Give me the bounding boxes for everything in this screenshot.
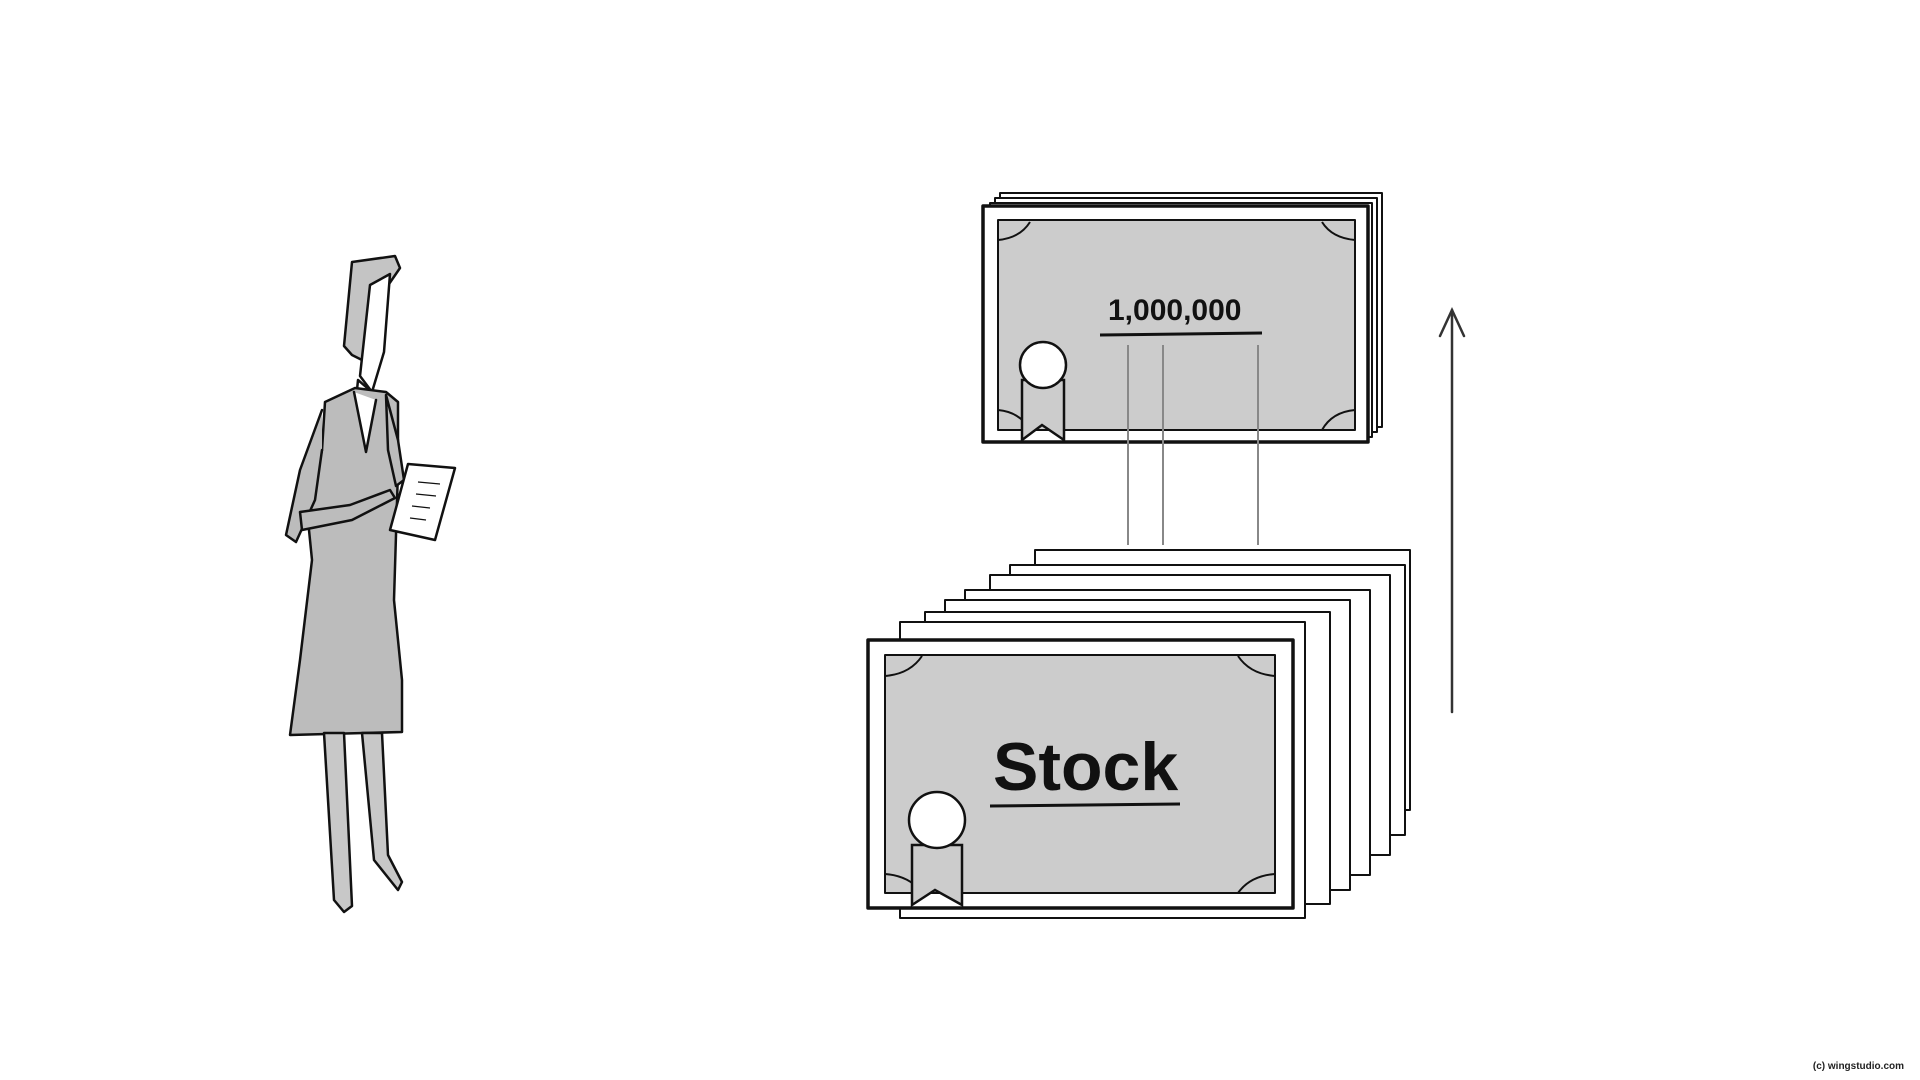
front-certificate-title: Stock: [993, 729, 1178, 805]
woman-figure-icon: [284, 254, 406, 914]
bottom-certificate-stack: [866, 549, 1411, 919]
certificate-seal-icon: [1018, 340, 1068, 443]
clipboard-icon: [388, 462, 457, 542]
certificate-seal-icon: [907, 790, 967, 908]
connector-lines: [1127, 345, 1259, 545]
up-arrow-icon: [1438, 307, 1466, 714]
top-certificate-value: 1,000,000: [1108, 294, 1241, 327]
copyright-notice: (c) wingstudio.com: [1812, 1061, 1904, 1072]
